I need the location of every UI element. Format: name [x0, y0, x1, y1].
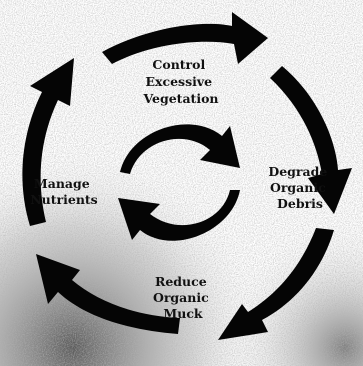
outer-cycle-arrows: [22, 12, 352, 340]
node-control-excessive-vegetation: Control Excessive Vegetation: [142, 57, 218, 106]
node-labels: Control Excessive Vegetation Degrade Org…: [30, 57, 331, 321]
node-line: Excessive: [146, 74, 213, 89]
node-manage-nutrients: Manage Nutrients: [30, 176, 97, 207]
outer-arrow-left: [22, 58, 74, 226]
node-line: Organic: [153, 290, 209, 305]
node-reduce-organic-muck: Reduce Organic Muck: [153, 274, 213, 321]
node-line: Reduce: [155, 274, 207, 289]
outer-arrow-top: [102, 12, 268, 64]
node-line: Manage: [34, 176, 90, 191]
node-line: Debris: [277, 196, 323, 211]
outer-arrow-bottom: [36, 254, 180, 334]
node-line: Nutrients: [30, 192, 97, 207]
node-line: Vegetation: [142, 91, 218, 106]
node-line: Degrade: [268, 164, 327, 179]
inner-arrow-top: [120, 124, 240, 174]
node-degrade-organic-debris: Degrade Organic Debris: [268, 164, 331, 211]
inner-arrow-bottom: [118, 190, 240, 241]
outer-arrow-lower-right: [218, 228, 334, 340]
inner-cycle-arrows: [118, 124, 240, 241]
outer-arrow-right: [270, 66, 352, 214]
node-line: Organic: [270, 180, 326, 195]
node-line: Muck: [163, 306, 203, 321]
node-line: Control: [152, 57, 205, 72]
